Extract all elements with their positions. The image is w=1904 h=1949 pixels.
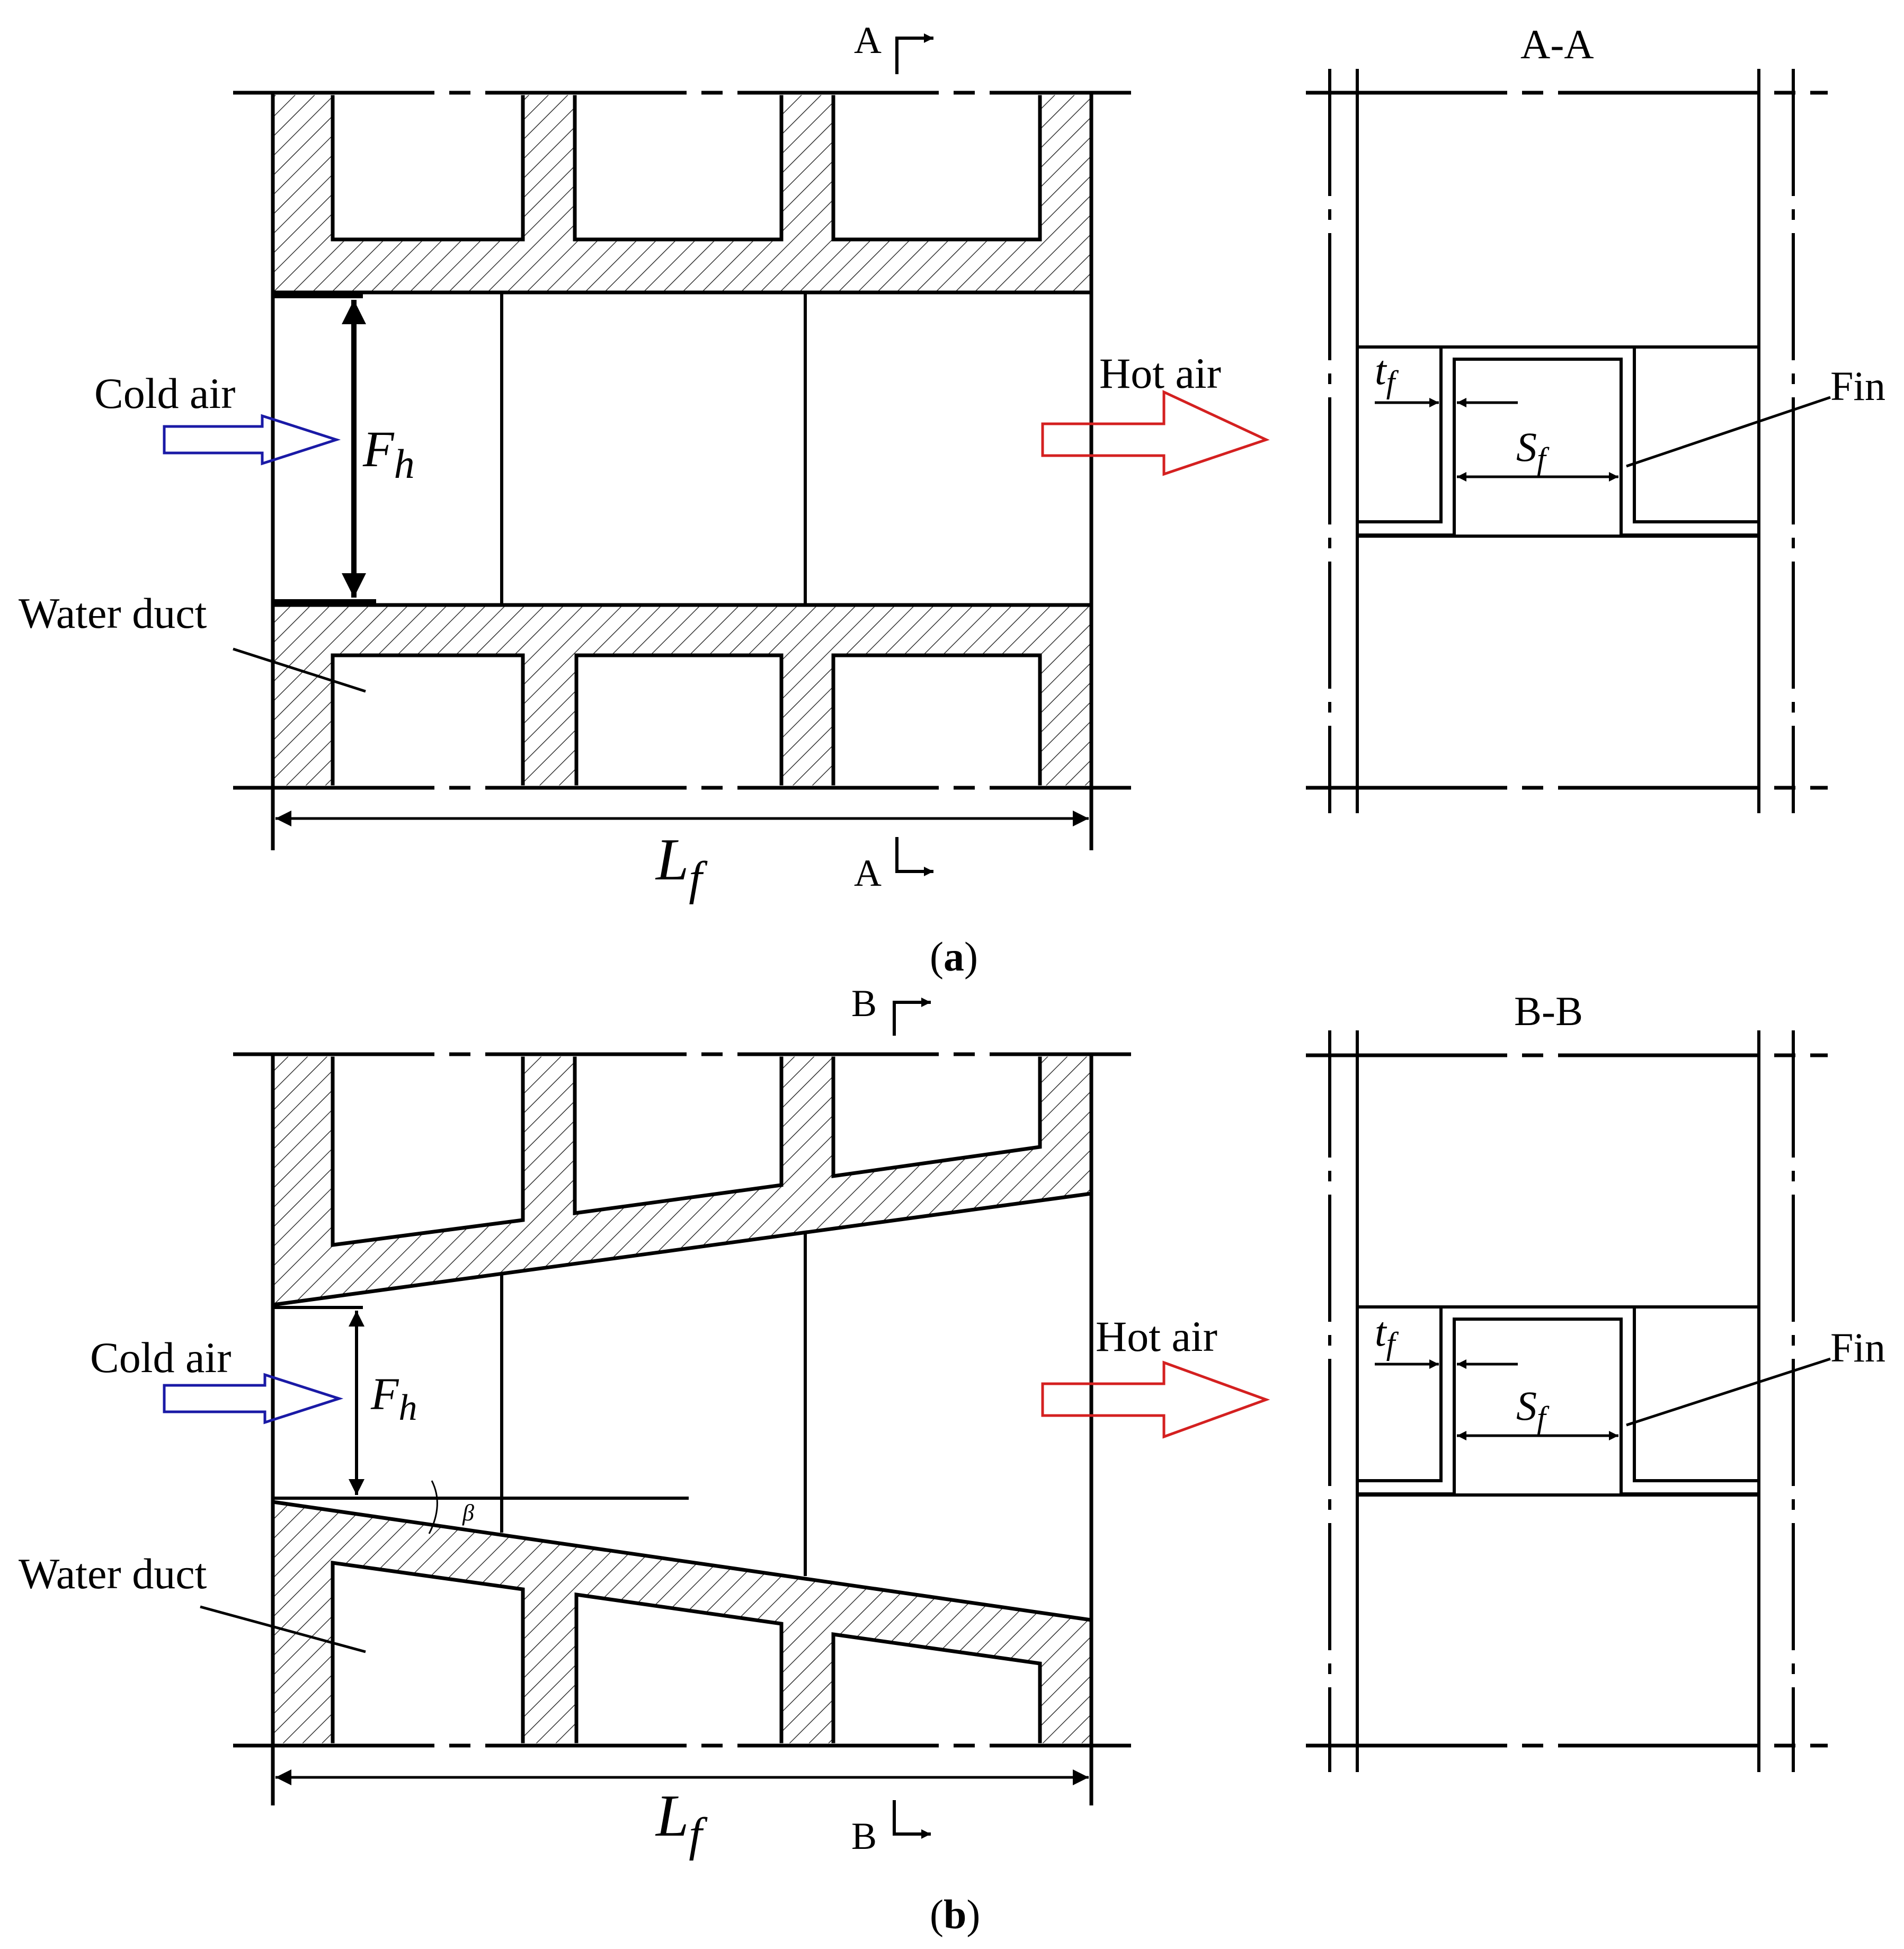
fin-profile-b <box>1357 1305 1759 1482</box>
section-view-b: B-B tf Sf Fin <box>1306 988 1885 1772</box>
sf-label-b: Sf <box>1516 1383 1550 1435</box>
angle-arc-b <box>428 1480 438 1534</box>
cold-air-arrow-b <box>163 1373 344 1425</box>
top-wall-b <box>271 1052 1093 1307</box>
section-marker-top-a: A <box>854 19 882 61</box>
top-wall-a <box>271 91 1093 295</box>
fin-leader-a <box>1626 396 1831 468</box>
bottom-wall-a <box>271 603 1093 790</box>
water-duct-label-a: Water duct <box>19 589 207 637</box>
fin-profile-inner-b <box>1357 1318 1759 1496</box>
tf-label-b: tf <box>1375 1309 1399 1361</box>
hot-air-label-a: Hot air <box>1099 349 1221 397</box>
fin-label-a: Fin <box>1830 363 1885 409</box>
panel-b: Fh β Lf B B Cold air Hot air Water duct … <box>19 982 1270 1937</box>
section-arrow-top-b <box>893 998 931 1036</box>
fin-label-b: Fin <box>1830 1324 1885 1370</box>
section-marker-bottom-b: B <box>851 1815 877 1857</box>
water-duct-leader-b <box>200 1605 366 1653</box>
section-marker-top-b: B <box>851 982 877 1025</box>
tf-label-a: tf <box>1375 347 1399 399</box>
section-view-a: A-A tf Sf Fin <box>1306 21 1885 813</box>
fh-label-a: Fh <box>362 421 415 487</box>
lf-label-b: Lf <box>655 1783 708 1861</box>
lf-label-a: Lf <box>655 827 708 905</box>
section-arrow-bottom-b <box>893 1800 931 1839</box>
fh-label-b: Fh <box>370 1368 417 1428</box>
water-duct-leader-a <box>233 647 366 693</box>
hot-air-arrow-a <box>1041 390 1270 476</box>
cold-air-label-b: Cold air <box>90 1333 231 1382</box>
cold-air-arrow-a <box>163 414 341 466</box>
section-title-a: A-A <box>1520 21 1594 67</box>
section-marker-bottom-a: A <box>854 852 882 894</box>
angle-label-b: β <box>462 1500 474 1526</box>
fin-profile-inner-a <box>1357 358 1759 537</box>
sf-label-a: Sf <box>1516 424 1550 476</box>
section-arrow-top-a <box>895 33 933 74</box>
section-title-b: B-B <box>1514 988 1583 1034</box>
fin-leader-b <box>1626 1357 1831 1427</box>
caption-a: (a) <box>930 933 978 980</box>
hot-air-arrow-b <box>1041 1360 1270 1439</box>
section-arrow-bottom-a <box>895 837 933 876</box>
water-duct-label-b: Water duct <box>19 1550 207 1598</box>
bottom-wall-b <box>271 1499 1093 1748</box>
fin-profile-a <box>1357 345 1759 523</box>
panel-a: Fh Lf A A Cold air Hot air Water duct (a… <box>19 19 1270 980</box>
cold-air-label-a: Cold air <box>94 369 235 417</box>
hot-air-label-b: Hot air <box>1096 1312 1217 1360</box>
caption-b: (b) <box>930 1891 980 1937</box>
